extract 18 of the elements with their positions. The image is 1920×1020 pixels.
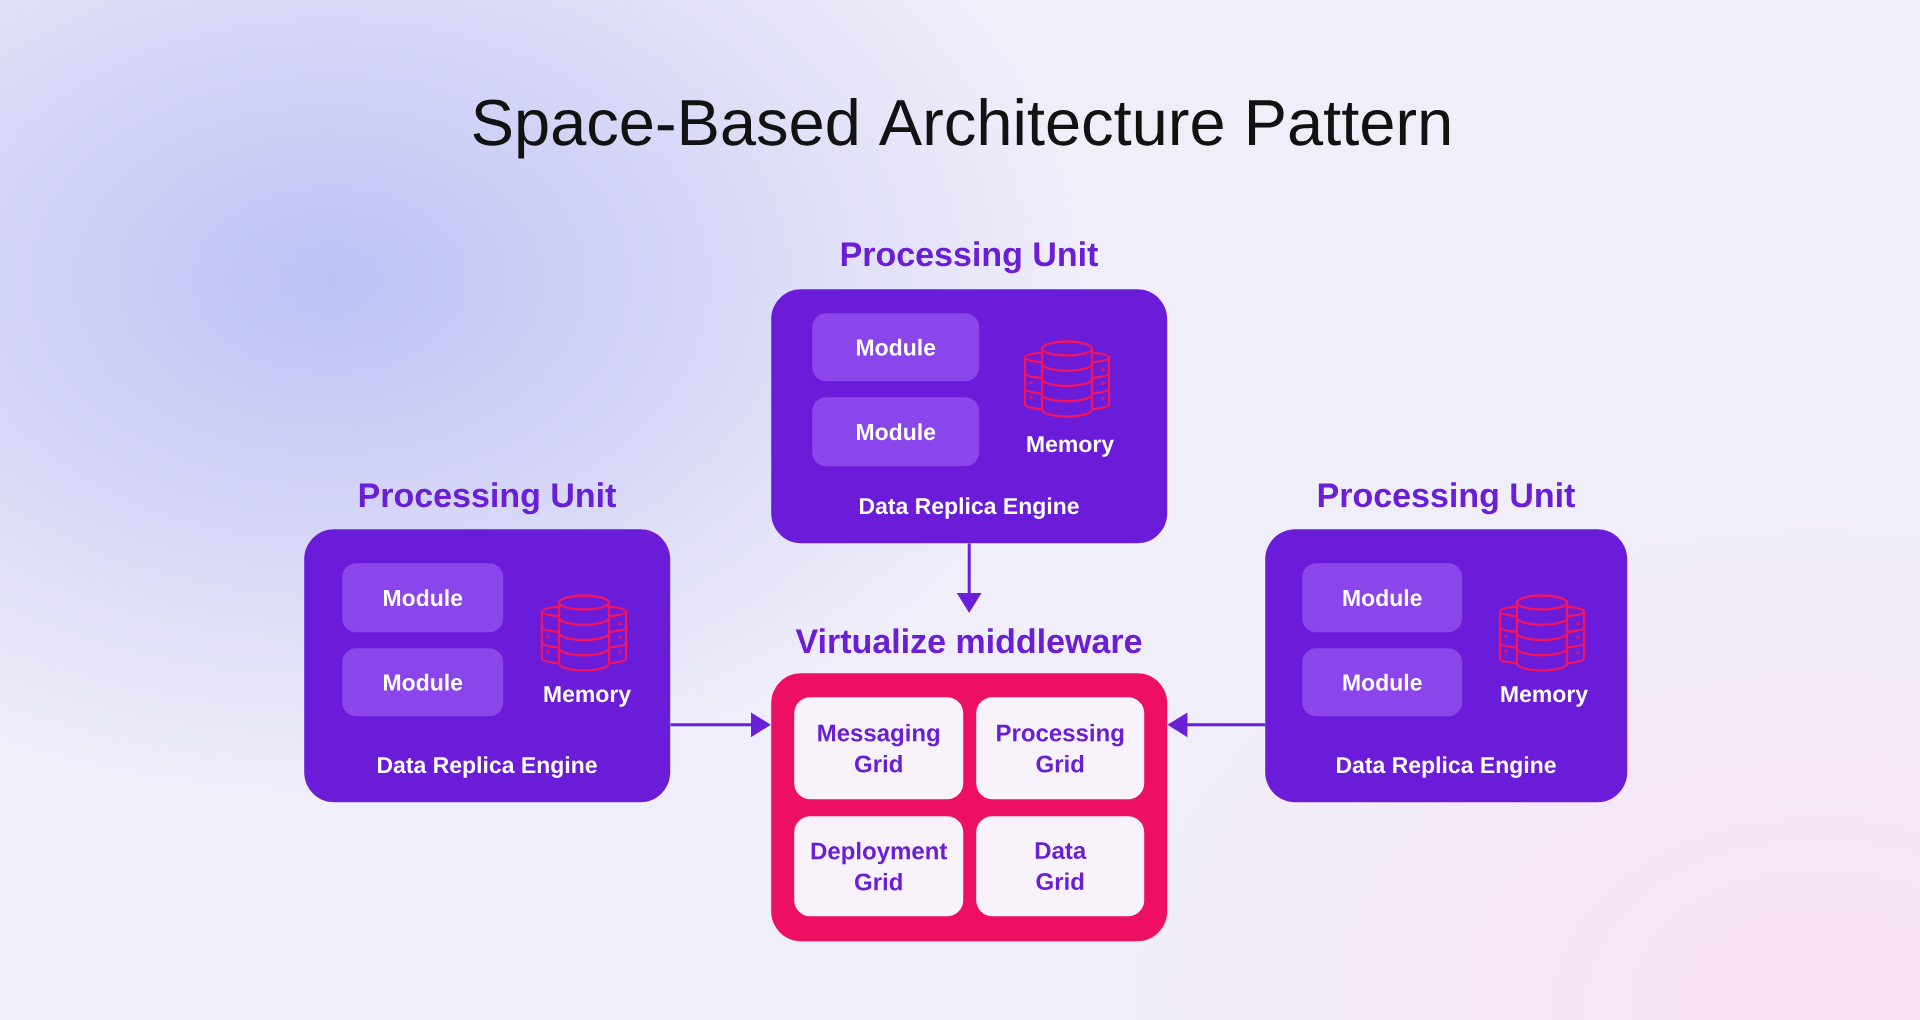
box-heading: Processing Unit	[841, 241, 1098, 274]
icon-label: Memory	[1501, 686, 1588, 707]
box-heading: Processing Unit	[1318, 482, 1575, 515]
grid-cell: Processing Grid	[976, 697, 1145, 800]
box-heading: Processing Unit	[359, 482, 616, 515]
icon-label: Memory	[544, 686, 631, 707]
module-box: Module	[812, 397, 980, 467]
box-heading: Virtualize middleware	[795, 628, 1142, 654]
module-box: Module	[1302, 563, 1463, 633]
module-box: Module	[812, 313, 980, 382]
module-box: Module	[342, 563, 504, 633]
grid-cell: Deployment Grid	[794, 816, 964, 917]
module-box: Module	[342, 648, 504, 717]
title: Space-Based Architecture Pattern	[473, 97, 1449, 159]
grid-cell: Messaging Grid	[794, 697, 964, 800]
module-box: Module	[1302, 648, 1463, 717]
icon-label: Memory	[1027, 436, 1114, 457]
grid-cell: Data Grid	[976, 816, 1145, 917]
